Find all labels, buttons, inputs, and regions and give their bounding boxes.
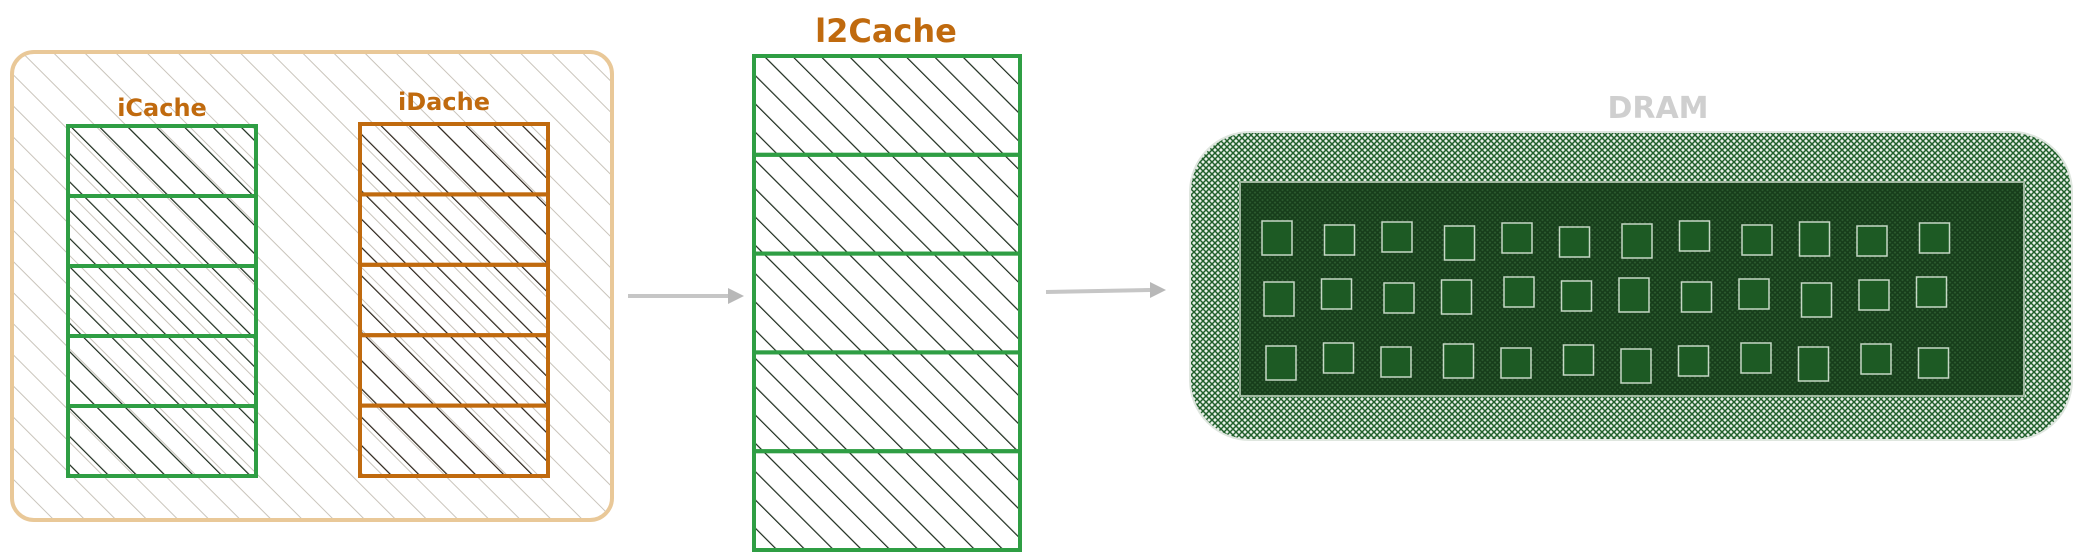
dram-chip xyxy=(1500,347,1532,379)
dram-chip xyxy=(1915,276,1948,308)
dram-chip xyxy=(1797,346,1830,382)
dram-chip xyxy=(1443,225,1476,261)
dram-chip xyxy=(1503,276,1535,308)
dram-label: DRAM xyxy=(1607,91,1708,126)
idcache-row xyxy=(358,403,550,479)
dram-chip-grid xyxy=(1261,220,1951,384)
dram-chip xyxy=(1620,348,1652,384)
dram-chip xyxy=(1501,222,1533,254)
arrow-l2-to-dram xyxy=(1045,282,1166,298)
idcache-label: iDache xyxy=(398,88,490,116)
dram-chip xyxy=(1261,220,1293,256)
dram-chip xyxy=(1440,279,1473,315)
dram-chip xyxy=(1383,282,1415,314)
dram-chip xyxy=(1560,280,1593,312)
dram-chip xyxy=(1621,223,1653,259)
dram-chip xyxy=(1918,222,1951,254)
dram-chip xyxy=(1562,344,1595,376)
icache-row xyxy=(66,194,258,268)
dram-group: DRAM xyxy=(1189,91,2073,441)
dram-chip xyxy=(1320,278,1353,310)
dram-chip xyxy=(1738,278,1770,310)
dram-chip xyxy=(1323,224,1356,256)
dram-chip xyxy=(1798,221,1831,257)
l2cache-row xyxy=(752,449,1022,553)
dram-chip xyxy=(1263,281,1295,317)
dram-chip xyxy=(1858,279,1890,311)
arrow-l1-to-l2 xyxy=(628,288,744,304)
dram-chip xyxy=(1680,281,1713,313)
dram-chip xyxy=(1677,345,1710,377)
icache-row xyxy=(66,334,258,408)
l2-cache-group: l2Cache xyxy=(752,12,1022,553)
l2cache-block xyxy=(752,54,1022,553)
dram-chip xyxy=(1618,277,1650,313)
dram-chip xyxy=(1740,342,1772,374)
icache-label: iCache xyxy=(117,94,207,122)
idcache-row xyxy=(358,122,550,197)
dram-chip xyxy=(1860,343,1892,375)
l2cache-row xyxy=(752,152,1022,256)
dram-chip xyxy=(1917,347,1950,379)
icache-row xyxy=(66,124,258,198)
dram-chip xyxy=(1741,224,1773,256)
l2cache-row xyxy=(752,251,1022,355)
idcache-row xyxy=(358,192,550,267)
dram-chip xyxy=(1380,346,1412,378)
l2cache-row xyxy=(752,54,1022,157)
icache-row xyxy=(66,404,258,478)
dram-chip xyxy=(1381,221,1413,253)
l2cache-label: l2Cache xyxy=(815,12,957,50)
dram-chip xyxy=(1856,225,1888,257)
l2cache-row xyxy=(752,350,1022,454)
dram-chip xyxy=(1558,226,1591,258)
dram-chip xyxy=(1678,220,1711,252)
icache-block xyxy=(66,124,258,478)
idcache-block xyxy=(358,122,550,479)
idcache-row xyxy=(358,262,550,338)
dram-chip xyxy=(1442,343,1475,379)
dram-chip xyxy=(1265,345,1297,381)
dram-chip xyxy=(1322,342,1355,374)
icache-row xyxy=(66,264,258,338)
l1-cache-group: iCache iDache xyxy=(10,50,614,522)
idcache-row xyxy=(358,333,550,408)
dram-chip xyxy=(1800,282,1833,318)
